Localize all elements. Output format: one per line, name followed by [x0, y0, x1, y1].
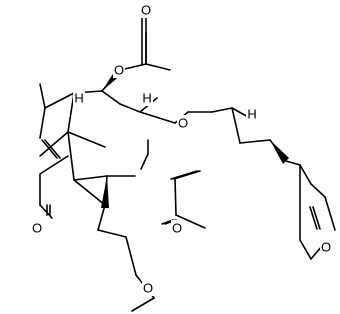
- double-bond-b: [309, 206, 318, 230]
- single-bond: [324, 196, 336, 231]
- single-bond: [73, 175, 108, 181]
- single-bond: [174, 177, 177, 216]
- bond-layer: [39, 14, 336, 312]
- hydrogen-label-c3a: H: [246, 106, 258, 122]
- ester-methoxy-oxygen-label: O: [142, 280, 154, 296]
- ketone-oxygen-label: O: [31, 220, 43, 236]
- single-bond: [131, 297, 155, 312]
- single-bond: [97, 204, 106, 231]
- svg-text:O: O: [141, 3, 151, 18]
- svg-text:O: O: [32, 221, 42, 236]
- single-bond: [39, 131, 69, 157]
- svg-text:O: O: [178, 116, 188, 131]
- single-bond: [299, 239, 312, 260]
- single-bond: [119, 103, 141, 113]
- single-bond: [39, 107, 46, 139]
- atom-label-layer: O O O O O O O H: [31, 2, 332, 296]
- single-bond: [39, 204, 53, 219]
- double-bond-b: [170, 170, 198, 180]
- hydrogen-label-c5a: H: [141, 90, 153, 106]
- svg-text:O: O: [114, 63, 124, 78]
- ester-carbonyl-oxygen-label: O: [171, 220, 183, 236]
- single-bond: [299, 164, 312, 185]
- single-bond: [73, 179, 106, 206]
- single-bond: [97, 229, 127, 238]
- single-bond: [39, 155, 69, 175]
- single-bond: [145, 63, 171, 71]
- single-bond: [231, 107, 241, 144]
- single-bond: [67, 131, 75, 181]
- single-bond: [175, 214, 206, 229]
- hydrogen-label-c4a: H: [73, 90, 85, 106]
- single-bond: [39, 83, 46, 109]
- stereo-wedge-layer: [101, 66, 289, 208]
- svg-text:O: O: [143, 281, 153, 296]
- svg-text:H: H: [142, 91, 151, 106]
- acetate-carbonyl-oxygen-label: O: [140, 2, 152, 18]
- single-bond: [101, 90, 121, 105]
- svg-text:H: H: [247, 107, 256, 122]
- single-bond: [211, 107, 233, 113]
- single-bond: [310, 183, 326, 198]
- single-bond: [139, 111, 176, 124]
- ring-ether-oxygen-label: O: [177, 115, 189, 131]
- double-bond-a: [312, 206, 321, 230]
- single-bond: [239, 139, 271, 144]
- single-bond: [285, 160, 301, 166]
- single-bond: [67, 131, 106, 148]
- double-bond-b: [41, 139, 58, 159]
- svg-text:O: O: [321, 240, 331, 255]
- double-bond-a: [44, 139, 61, 159]
- single-bond: [44, 92, 75, 109]
- furan-oxygen-label: O: [320, 239, 332, 255]
- svg-text:O: O: [172, 221, 182, 236]
- single-bond: [125, 236, 137, 276]
- svg-text:H: H: [74, 91, 83, 106]
- stereo-wedge-bond: [101, 176, 109, 208]
- acetate-ester-oxygen-label: O: [113, 62, 125, 78]
- single-bond: [140, 153, 149, 170]
- stereo-wedge-bond: [270, 140, 289, 164]
- double-bond-a: [173, 170, 201, 180]
